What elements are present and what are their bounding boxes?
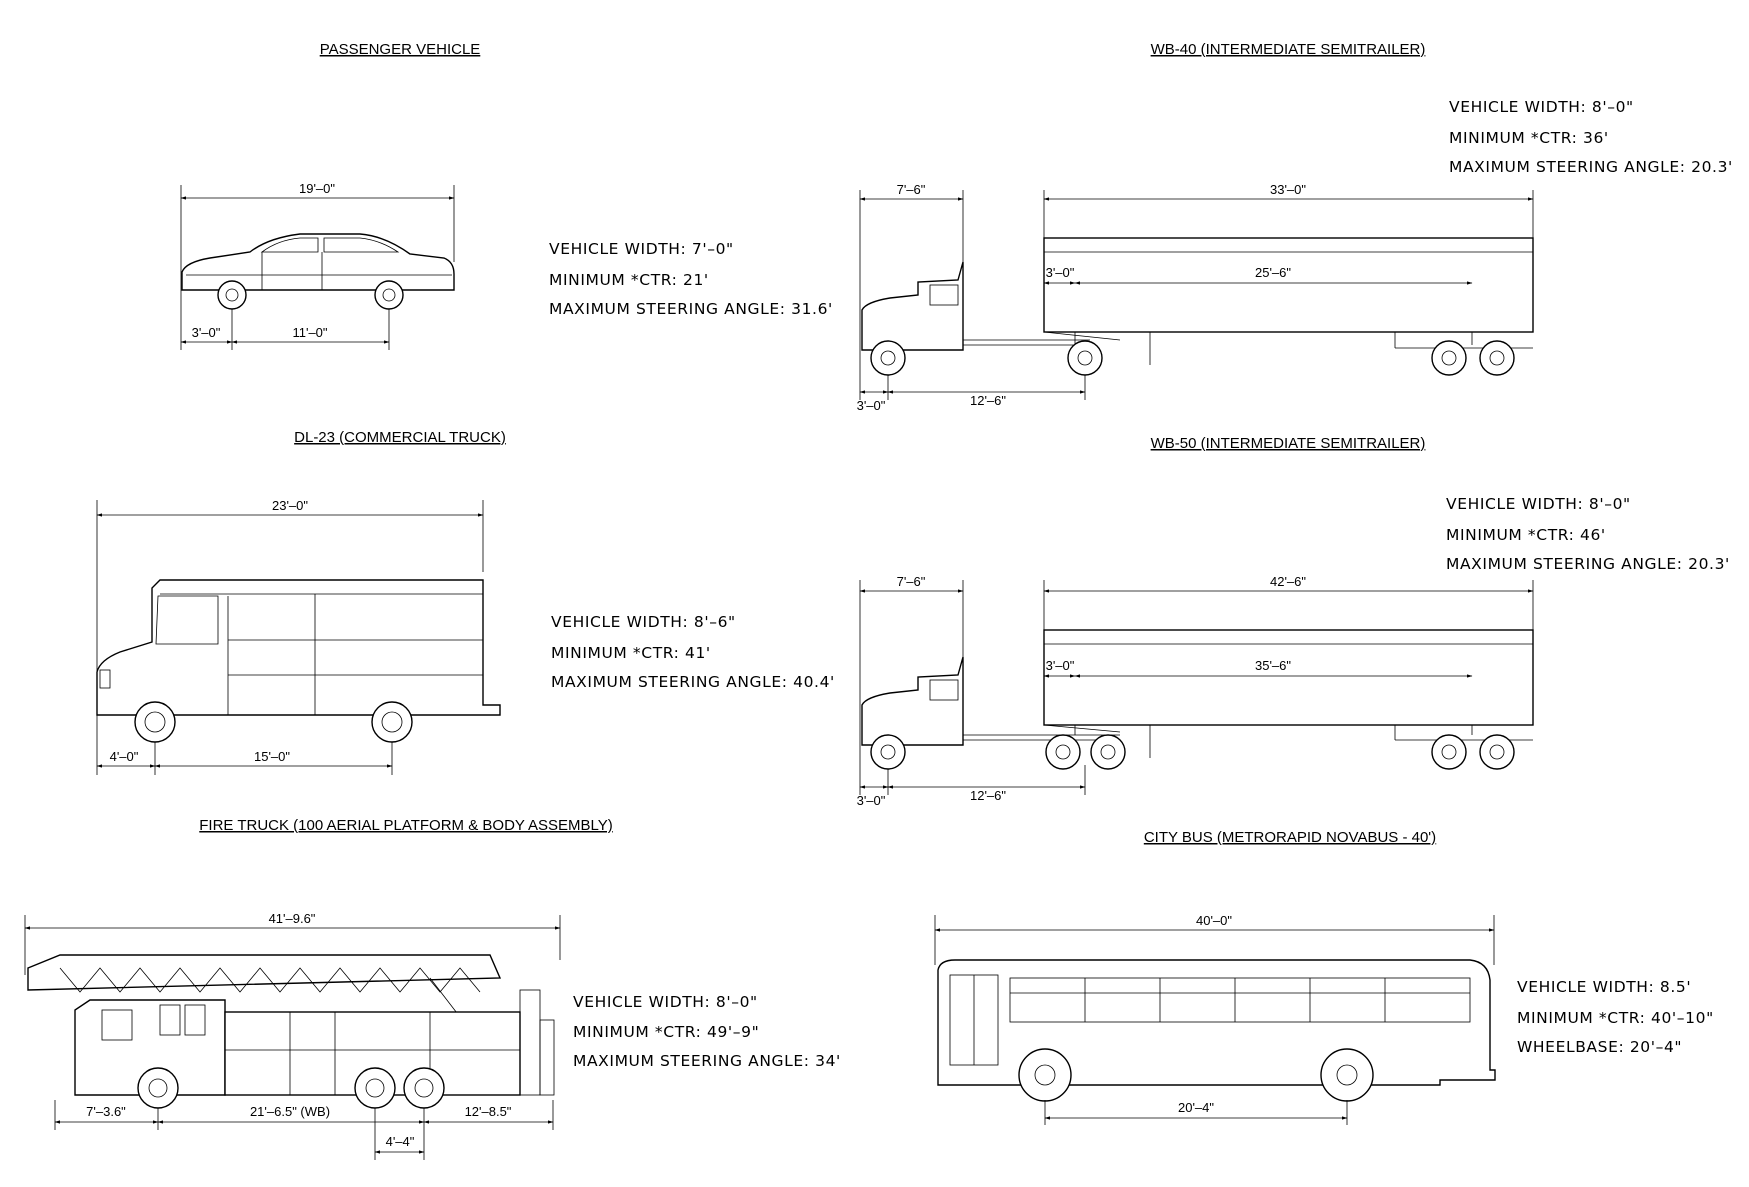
wb50-tractor-wheelbase: 12'–6" xyxy=(970,788,1006,803)
wb50-front-overhang: 3'–0" xyxy=(857,793,886,808)
wb40-width-spec: VEHICLE WIDTH: 8'–0" xyxy=(1449,98,1634,116)
passenger-overall-length: 19'–0" xyxy=(299,181,335,196)
wb50-kingpin-offset: 3'–0" xyxy=(1046,658,1075,673)
city-bus-title: CITY BUS (METRORAPID NOVABUS - 40') xyxy=(1144,829,1436,846)
dl23-front-wheel xyxy=(134,701,176,743)
fire-overall-length: 41'–9.6" xyxy=(269,911,316,926)
fire-truck-drawing xyxy=(27,954,555,1096)
fire-tandem-spacing: 4'–4" xyxy=(386,1134,415,1149)
dl23-overall-length: 23'–0" xyxy=(272,498,308,513)
bus-wheelbase: 20'–4" xyxy=(1178,1100,1214,1115)
bus-wheelbase-spec: WHEELBASE: 20'–4" xyxy=(1517,1038,1682,1056)
wb40-trailer-length: 33'–0" xyxy=(1270,182,1306,197)
wb40-trailer-wheel-1 xyxy=(1431,340,1467,376)
fire-truck-title: FIRE TRUCK (100 AERIAL PLATFORM & BODY A… xyxy=(199,817,612,834)
wb50-trailer-wheel-2 xyxy=(1479,734,1515,770)
wb40-section: WB-40 (INTERMEDIATE SEMITRAILER) VEHICLE… xyxy=(857,41,1733,413)
bus-width-spec: VEHICLE WIDTH: 8.5' xyxy=(1517,978,1691,996)
dl23-title: DL-23 (COMMERCIAL TRUCK) xyxy=(294,429,506,446)
fire-ctr-spec: MINIMUM *CTR: 49'–9" xyxy=(573,1023,759,1041)
fire-rear-wheel-2 xyxy=(403,1067,445,1109)
wb40-drive-wheel xyxy=(1067,340,1103,376)
wb50-drive-wheel-2 xyxy=(1090,734,1126,770)
wb40-tractor-drawing xyxy=(861,261,1090,351)
bus-front-wheel xyxy=(1018,1048,1072,1102)
wb40-kingpin-offset: 3'–0" xyxy=(1046,265,1075,280)
bus-rear-wheel xyxy=(1320,1048,1374,1102)
fire-width-spec: VEHICLE WIDTH: 8'–0" xyxy=(573,993,758,1011)
wb50-trailer-wheel-1 xyxy=(1431,734,1467,770)
wb40-ctr-spec: MINIMUM *CTR: 36' xyxy=(1449,129,1609,147)
dl23-truck-drawing xyxy=(96,579,501,716)
fire-rear-overhang: 12'–8.5" xyxy=(465,1104,512,1119)
dl23-front-overhang: 4'–0" xyxy=(110,749,139,764)
passenger-front-overhang: 3'–0" xyxy=(192,325,221,340)
wb40-trailer-wheelbase: 25'–6" xyxy=(1255,265,1291,280)
passenger-ctr-spec: MINIMUM *CTR: 21' xyxy=(549,271,709,289)
wb50-steering-spec: MAXIMUM STEERING ANGLE: 20.3' xyxy=(1446,555,1730,573)
passenger-vehicle-section: PASSENGER VEHICLE 19'–0" 3'–0" 11'–0" VE… xyxy=(180,41,833,350)
passenger-car-drawing xyxy=(181,233,455,291)
fire-steering-spec: MAXIMUM STEERING ANGLE: 34' xyxy=(573,1052,841,1070)
wb50-ctr-spec: MINIMUM *CTR: 46' xyxy=(1446,526,1606,544)
wb40-cab-length: 7'–6" xyxy=(897,182,926,197)
fire-front-overhang: 7'–3.6" xyxy=(86,1104,126,1119)
wb50-title: WB-50 (INTERMEDIATE SEMITRAILER) xyxy=(1151,435,1426,452)
dl23-wheelbase: 15'–0" xyxy=(254,749,290,764)
wb50-tractor-drawing xyxy=(861,656,1120,746)
wb50-drive-wheel-1 xyxy=(1045,734,1081,770)
wb40-steer-wheel xyxy=(870,340,906,376)
wb40-title: WB-40 (INTERMEDIATE SEMITRAILER) xyxy=(1151,41,1426,58)
wb50-section: WB-50 (INTERMEDIATE SEMITRAILER) VEHICLE… xyxy=(857,435,1730,808)
dl23-section: DL-23 (COMMERCIAL TRUCK) 23'–0" 4'–0" 15… xyxy=(96,429,835,775)
city-bus-section: CITY BUS (METRORAPID NOVABUS - 40') 40'–… xyxy=(934,829,1714,1125)
wb50-trailer-length: 42'–6" xyxy=(1270,574,1306,589)
fire-front-wheel xyxy=(137,1067,179,1109)
wb40-trailer-drawing xyxy=(1043,237,1534,365)
dl23-rear-wheel xyxy=(371,701,413,743)
wb40-trailer-wheel-2 xyxy=(1479,340,1515,376)
wb50-steer-wheel xyxy=(870,734,906,770)
passenger-vehicle-title: PASSENGER VEHICLE xyxy=(320,41,481,58)
passenger-width-spec: VEHICLE WIDTH: 7'–0" xyxy=(549,240,734,258)
bus-overall-length: 40'–0" xyxy=(1196,913,1232,928)
wb50-width-spec: VEHICLE WIDTH: 8'–0" xyxy=(1446,495,1631,513)
bus-ctr-spec: MINIMUM *CTR: 40'–10" xyxy=(1517,1009,1714,1027)
fire-rear-wheel-1 xyxy=(354,1067,396,1109)
passenger-front-wheel xyxy=(217,280,247,310)
wb40-tractor-wheelbase: 12'–6" xyxy=(970,393,1006,408)
passenger-rear-wheel xyxy=(374,280,404,310)
passenger-wheelbase: 11'–0" xyxy=(292,325,327,340)
dl23-steering-spec: MAXIMUM STEERING ANGLE: 40.4' xyxy=(551,673,835,691)
dl23-ctr-spec: MINIMUM *CTR: 41' xyxy=(551,644,711,662)
dl23-width-spec: VEHICLE WIDTH: 8'–6" xyxy=(551,613,736,631)
wb50-trailer-wheelbase: 35'–6" xyxy=(1255,658,1291,673)
passenger-steering-spec: MAXIMUM STEERING ANGLE: 31.6' xyxy=(549,300,833,318)
fire-wheelbase: 21'–6.5" (WB) xyxy=(250,1104,330,1119)
fire-truck-section: FIRE TRUCK (100 AERIAL PLATFORM & BODY A… xyxy=(24,817,841,1160)
wb40-front-overhang: 3'–0" xyxy=(857,398,886,413)
wb40-steering-spec: MAXIMUM STEERING ANGLE: 20.3' xyxy=(1449,158,1733,176)
wb50-cab-length: 7'–6" xyxy=(897,574,926,589)
